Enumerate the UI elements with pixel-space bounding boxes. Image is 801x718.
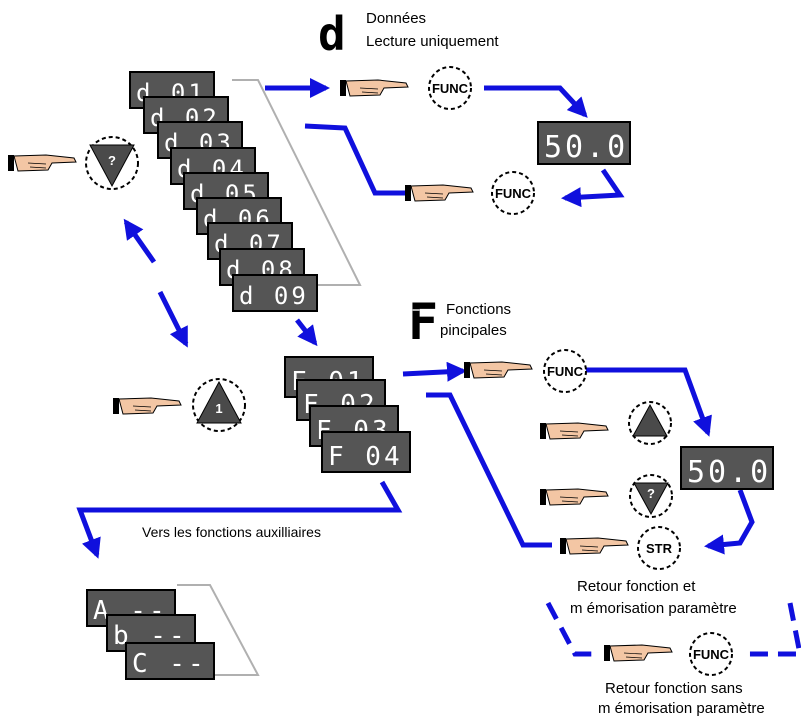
d-display-9: d 09 (232, 274, 318, 312)
func-header-glyph: F (408, 293, 439, 351)
value-displays: 50.0 50.0 (537, 121, 774, 490)
f-display-4-text: F 04 (328, 442, 403, 472)
arrow-f01-to-hand (402, 361, 467, 382)
str-button-icon[interactable]: STR (637, 526, 681, 570)
arrow-func-to-value (484, 85, 588, 118)
data-header-line1: Données (366, 10, 427, 27)
pointing-hand-icon (464, 361, 533, 379)
pointing-hand-icon (8, 154, 77, 172)
value-display-mid-text: 50.0 (687, 455, 771, 490)
func-button-icon[interactable]: FUNC (428, 66, 472, 110)
func-button-icon-label: FUNC (547, 364, 584, 379)
func-button-icon-label: FUNC (495, 186, 532, 201)
pointing-hand-icon (604, 644, 673, 662)
f-display-4: F 04 (321, 431, 411, 473)
data-header-line2: Lecture uniquement (366, 33, 499, 50)
value-display-top: 50.0 (537, 121, 631, 165)
retour-memo-line2: m émorisation paramètre (570, 600, 737, 617)
value-display-top-text: 50.0 (544, 130, 628, 165)
arrow-up-button-to-d (157, 290, 189, 348)
func-button-icon[interactable]: FUNC (491, 171, 535, 215)
down-arrow-button-icon[interactable]: ? (85, 136, 139, 190)
arrow-retour-sans-right (740, 602, 801, 657)
up-arrow-button-icon-label: 1 (215, 401, 222, 416)
retour-sans-line1: Retour fonction sans (605, 680, 743, 697)
aux-parameter-stack: A --b --C -- (86, 589, 215, 680)
arrow-retour-sans-left (545, 601, 600, 657)
arrow-d09-to-f01 (295, 318, 318, 347)
pointing-hand-icon (540, 488, 609, 506)
pointing-hand-icon (540, 422, 609, 440)
func-button-icon-label: FUNC (432, 81, 469, 96)
bracket-lines (177, 79, 420, 676)
aux-functions-label: Vers les fonctions auxilliaires (142, 524, 321, 540)
up-arrow-button-icon[interactable]: 1 (192, 378, 246, 432)
data-parameter-stack: d 01d 02d 03d 04d 05d 06d 07d 08d 09 (129, 71, 318, 312)
down-arrow-button-icon-label: ? (647, 486, 655, 501)
data-header-glyph: d (318, 7, 346, 61)
func-button-icon-label: FUNC (693, 647, 730, 662)
pointing-hand-icon (340, 79, 409, 97)
arrow-value-to-str (704, 489, 755, 555)
arrow-f04-to-aux (76, 480, 403, 559)
pointing-hand-icon (560, 537, 629, 555)
arrow-f-to-str-hand (426, 392, 552, 548)
value-display-mid: 50.0 (680, 446, 774, 490)
d-display-9-text: d 09 (239, 282, 309, 310)
aux-display-3: C -- (125, 642, 215, 680)
retour-memo-line1: Retour fonction et (577, 578, 696, 595)
func-header-line1: Fonctions (446, 301, 512, 318)
down-arrow-button-icon[interactable]: ? (629, 474, 673, 518)
func-header-line2: pincipales (440, 322, 507, 339)
arrow-func-back-to-list (304, 123, 408, 196)
pointing-hand-icon (405, 184, 474, 202)
up-arrow-button-icon[interactable] (628, 401, 672, 445)
down-arrow-button-icon-label: ? (108, 153, 116, 168)
func-button-icon[interactable]: FUNC (689, 632, 733, 676)
aux-display-3-text: C -- (132, 649, 207, 679)
pointing-hand-icon (113, 397, 182, 415)
retour-sans-line2: m émorisation paramètre (598, 700, 765, 717)
str-button-icon-label: STR (646, 541, 673, 556)
arrow-f-func-to-value (580, 367, 712, 437)
function-parameter-stack: F 01F 02F 03F 04 (284, 356, 411, 473)
func-button-icon[interactable]: FUNC (543, 349, 587, 393)
arrow-down-button-to-d (123, 218, 157, 264)
arrow-value-to-func (561, 168, 625, 208)
